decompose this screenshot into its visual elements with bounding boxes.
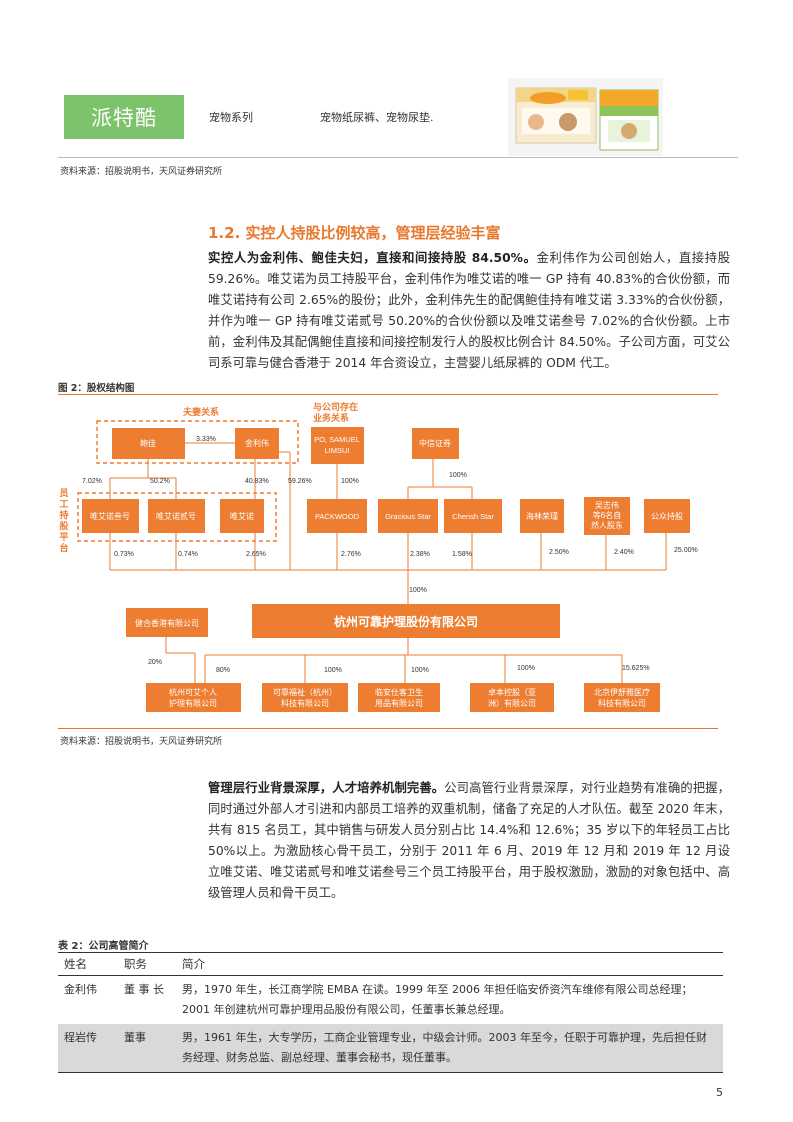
table-row: 程岩传 董事 男，1961 年生，大专学历，工商企业管理专业，中级会计师。200…	[58, 1024, 723, 1073]
pct-sub5: 15.625%	[622, 665, 650, 672]
brand-row: 派特酷 宠物系列 宠物纸尿裤、宠物尿垫.	[58, 78, 738, 158]
related-label-line1: 与公司存在	[313, 401, 358, 412]
node-sub1-line1: 杭州可艾个人	[169, 687, 217, 697]
figure-bottom-rule	[58, 728, 718, 729]
pct-hailin-share: 2.50%	[549, 549, 569, 556]
cell-role: 董事	[118, 1024, 176, 1073]
pct-to-wei2: 50.2%	[150, 478, 170, 485]
node-jinliwei: 金利伟	[245, 438, 269, 448]
pct-jin-direct: 59.26%	[288, 478, 312, 485]
paragraph-body: 公司高管行业背景深厚，对行业趋势有准确的把握，同时通过外部人才引进和内部员工培养…	[208, 781, 730, 900]
node-cherish: Cherish Star	[452, 512, 494, 521]
pct-to-company: 100%	[409, 587, 427, 594]
paragraph-body: 金利伟作为公司创始人，直接持股 59.26%。唯艾诺为员工持股平台，金利伟作为唯…	[208, 251, 730, 370]
couple-label: 夫妻关系	[183, 406, 219, 417]
node-sub4-line1: 卓本控股（亚	[488, 687, 536, 697]
node-sub4-line2: 洲）有限公司	[488, 698, 536, 708]
table-caption: 表 2：公司高管简介	[58, 941, 149, 952]
node-sub3-line2: 用品有限公司	[375, 698, 423, 708]
header-name: 姓名	[58, 952, 118, 976]
section-heading: 1.2. 实控人持股比例较高，管理层经验丰富	[208, 224, 501, 242]
node-citic: 中信证券	[419, 438, 451, 448]
pct-sub2: 100%	[324, 667, 342, 674]
node-wu-line1: 吴志伟	[595, 500, 619, 510]
node-sub5-line2: 科技有限公司	[598, 698, 646, 708]
paragraph-lead: 管理层行业背景深厚，人才培养机制完善。	[208, 781, 445, 795]
product-package-image	[508, 78, 663, 156]
table-row: 金利伟 董 事 长 男，1970 年生，长江商学院 EMBA 在读。1999 年…	[58, 976, 723, 1025]
svg-text:股: 股	[59, 521, 69, 531]
node-baojia: 鲍佳	[140, 438, 156, 448]
node-wei: 唯艾诺	[230, 511, 254, 521]
node-wu-line3: 然人股东	[591, 520, 623, 530]
pct-citic-stars: 100%	[449, 472, 467, 479]
node-wei2: 唯艾诺贰号	[156, 511, 196, 521]
node-sub5-line1: 北京伊舒雅医疗	[594, 687, 650, 697]
node-hailin: 海林荣瑾	[526, 511, 558, 521]
cell-name: 程岩传	[58, 1024, 118, 1073]
node-sub3-line1: 临安仕客卫生	[375, 687, 423, 697]
paragraph-management: 管理层行业背景深厚，人才培养机制完善。公司高管行业背景深厚，对行业趋势有准确的把…	[208, 778, 730, 904]
pct-to-wei3: 7.02%	[82, 478, 102, 485]
pct-wei3-share: 0.73%	[114, 551, 134, 558]
node-jianhe: 健合香港有限公司	[135, 618, 199, 628]
figure-caption: 图 2：股权结构图	[58, 383, 135, 394]
brand-name: 派特酷	[64, 95, 184, 139]
pct-jin-to-wei: 40.83%	[245, 478, 269, 485]
table-header-row: 姓名 职务 简介	[58, 952, 723, 976]
node-sub2-line2: 科技有限公司	[281, 698, 329, 708]
page-number: 5	[716, 1086, 723, 1099]
source-note: 资料来源：招股说明书，天风证券研究所	[60, 167, 223, 177]
executive-table: 姓名 职务 简介 金利伟 董 事 长 男，1970 年生，长江商学院 EMBA …	[58, 952, 723, 1073]
paragraph-lead: 实控人为金利伟、鲍佳夫妇，直接和间接持股 84.50%。	[208, 251, 537, 265]
header-role: 职务	[118, 952, 176, 976]
figure-source-note: 资料来源：招股说明书，天风证券研究所	[60, 737, 223, 747]
svg-text:员: 员	[59, 488, 68, 498]
node-samuel-line2: LIMSUI	[324, 446, 349, 455]
related-label-line2: 业务关系	[313, 412, 349, 423]
pct-sub1: 80%	[216, 667, 230, 674]
node-sub2-line1: 可靠福祉（杭州）	[273, 687, 337, 697]
node-sub1-line2: 护理有限公司	[169, 698, 217, 708]
cell-name: 金利伟	[64, 983, 97, 996]
node-wei3: 唯艾诺叁号	[90, 511, 130, 521]
svg-text:台: 台	[59, 542, 68, 553]
pct-packwood-share: 2.76%	[341, 551, 361, 558]
brand-products: 宠物纸尿裤、宠物尿垫.	[320, 111, 434, 124]
pct-sub4: 100%	[517, 665, 535, 672]
pct-wei-share: 2.65%	[246, 551, 266, 558]
pct-sub3: 100%	[411, 667, 429, 674]
pct-samuel-packwood: 100%	[341, 478, 359, 485]
pct-wei2-share: 0.74%	[178, 551, 198, 558]
pct-jianhe-share: 20%	[148, 659, 162, 666]
pct-couple: 3.33%	[196, 436, 216, 443]
brand-category: 宠物系列	[209, 111, 253, 124]
pct-public-share: 25.00%	[674, 547, 698, 554]
node-wu-line2: 等6名自	[593, 510, 621, 520]
node-company: 杭州可靠护理股份有限公司	[334, 614, 478, 629]
cell-intro: 男，1961 年生，大专学历，工商企业管理专业，中级会计师。2003 年至今，任…	[176, 1024, 723, 1073]
cell-intro: 男，1970 年生，长江商学院 EMBA 在读。1999 年至 2006 年担任…	[182, 983, 693, 1016]
node-packwood: PACKWOOD	[315, 512, 360, 521]
pct-cherish-share: 1.58%	[452, 551, 472, 558]
figure-top-rule	[58, 394, 718, 395]
svg-text:持: 持	[59, 509, 68, 520]
node-gracious: Gracious Star	[385, 512, 431, 521]
paragraph-shareholding: 实控人为金利伟、鲍佳夫妇，直接和间接持股 84.50%。金利伟作为公司创始人，直…	[208, 248, 730, 374]
svg-text:平: 平	[59, 532, 68, 542]
pct-gracious-share: 2.38%	[410, 551, 430, 558]
svg-text:工: 工	[59, 499, 68, 509]
cell-role: 董 事 长	[124, 983, 164, 996]
header-intro: 简介	[176, 952, 723, 976]
node-public: 公众持股	[651, 511, 683, 521]
node-samuel-line1: PO, SAMUEL	[314, 435, 360, 444]
pct-wu-share: 2.40%	[614, 549, 634, 556]
